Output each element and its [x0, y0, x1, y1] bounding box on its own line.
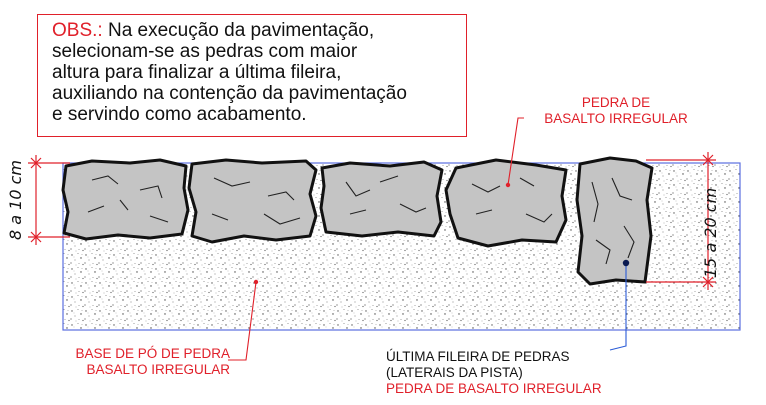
- basalt-stone-2: [187, 158, 318, 244]
- base-label-line-2: BASALTO IRREGULAR: [86, 362, 230, 377]
- regular-height-label: 8 a 10 cm: [6, 160, 25, 240]
- observation-line-3: altura para finalizar a última fileira,: [52, 62, 342, 83]
- base-label: BASE DE PÓ DE PEDRA BASALTO IRREGULAR: [66, 346, 230, 378]
- observation-note: OBS.: Na execução da pavimentação, selec…: [52, 20, 462, 125]
- base-leader-dot: [253, 279, 259, 285]
- last-row-label-line-2: (LATERAIS DA PISTA): [386, 365, 523, 380]
- last-row-leader: [609, 263, 627, 351]
- stone-label-line-1: PEDRA DE: [581, 95, 651, 110]
- base-label-line-1: BASE DE PÓ DE PEDRA: [75, 346, 230, 361]
- observation-line-1: Na execução da pavimentação,: [107, 20, 375, 41]
- observation-box: [37, 14, 467, 137]
- last-row-material-label: PEDRA DE BASALTO IRREGULAR: [386, 381, 602, 396]
- observation-line-4: auxiliando na contenção da pavimentação: [52, 83, 407, 104]
- basalt-stone-edge-row: [575, 156, 654, 286]
- stone-label: PEDRA DE BASALTO IRREGULAR: [526, 95, 706, 127]
- regular-height-dimension: [28, 155, 70, 245]
- last-row-label-line-1: ÚLTIMA FILEIRA DE PEDRAS: [386, 349, 570, 364]
- base-leader: [228, 281, 257, 361]
- edge-height-dimension: [646, 152, 716, 290]
- stone-leader-dot: [505, 182, 511, 188]
- stone-label-line-2: BASALTO IRREGULAR: [544, 111, 688, 126]
- stone-leader: [507, 117, 524, 186]
- observation-line-5: e servindo como acabamento.: [52, 104, 307, 125]
- observation-line-2: selecionam-se as pedras com maior: [52, 41, 358, 62]
- basalt-stone-3: [319, 160, 444, 238]
- basalt-stone-1: [61, 158, 190, 241]
- observation-prefix: OBS.:: [52, 20, 103, 41]
- basalt-stone-4: [444, 158, 568, 248]
- last-row-leader-dot: [622, 259, 630, 267]
- edge-height-label: 15 a 20 cm: [701, 187, 720, 278]
- last-row-label: ÚLTIMA FILEIRA DE PEDRAS (LATERAIS DA PI…: [386, 349, 602, 397]
